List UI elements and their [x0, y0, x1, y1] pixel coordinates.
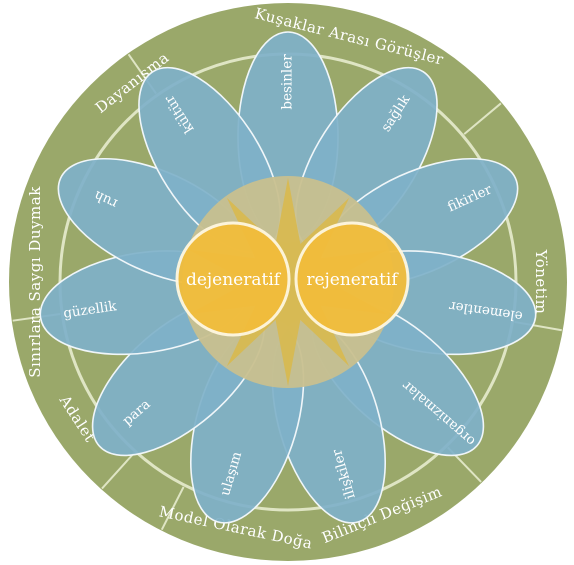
rejeneratif-label: rejeneratif — [306, 270, 399, 290]
ring-divider — [463, 102, 502, 135]
dejeneratif-label: dejeneratif — [186, 270, 282, 290]
petal-label-guzellik: güzellik — [62, 298, 118, 322]
ring-divider — [160, 486, 185, 531]
dejeneratif-circle — [175, 221, 291, 337]
rejeneratif-circle — [294, 221, 410, 337]
ring-label-sinirlara-saygi-duymak: Sınırlara Saygı Duymak — [26, 186, 44, 378]
ring-divider — [101, 452, 135, 490]
ring-label-yonetim: Yönetim — [532, 249, 550, 315]
petal-label-besinler: besinler — [280, 54, 296, 110]
